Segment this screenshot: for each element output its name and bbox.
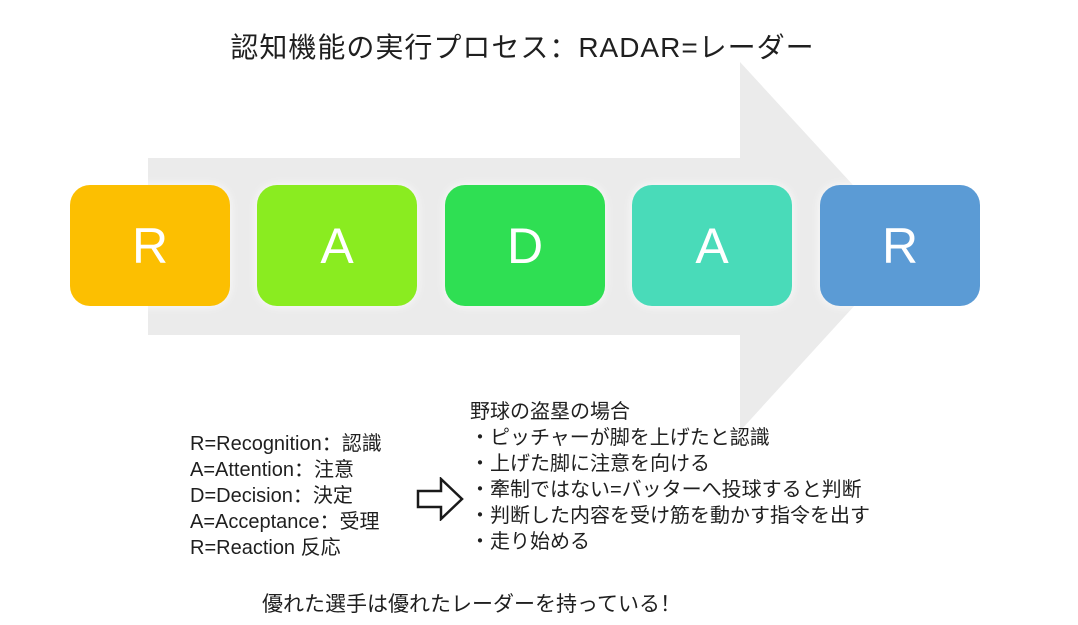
radar-box-reaction: R [820,185,980,306]
radar-box-letter: R [131,217,169,274]
example-item: ・走り始める [470,531,590,553]
radar-box-letter: R [881,217,919,274]
example-block: 野球の盗塁の場合 ・ピッチャーが脚を上げたと認識 ・上げた脚に注意を向ける ・牽… [470,399,870,555]
definition-item: R=Recognition：認識 [190,433,382,455]
radar-box-acceptance: A [632,185,792,306]
example-heading: 野球の盗塁の場合 [470,401,630,423]
radar-box-letter: A [695,217,729,274]
example-item: ・上げた脚に注意を向ける [470,453,710,475]
footer-note: 優れた選手は優れたレーダーを持っている！ [262,593,681,616]
definition-item: D=Decision：決定 [190,485,353,507]
radar-box-letter: D [506,217,544,274]
radar-box-recognition: R [70,185,230,306]
block-arrow-shape [416,477,464,521]
definition-item: A=Acceptance：受理 [190,511,380,533]
definition-item: R=Reaction 反応 [190,537,341,559]
example-item: ・牽制ではない=バッターへ投球すると判断 [470,479,862,501]
radar-box-attention: A [257,185,417,306]
example-item: ・ピッチャーが脚を上げたと認識 [470,427,770,449]
radar-box-letter: A [320,217,354,274]
example-item: ・判断した内容を受け筋を動かす指令を出す [470,505,870,527]
radar-box-decision: D [445,185,605,306]
definition-list: R=Recognition：認識 A=Attention：注意 D=Decisi… [190,431,382,561]
definition-item: A=Attention：注意 [190,459,354,481]
block-arrow-icon [416,477,464,521]
page-title: 認知機能の実行プロセス：RADAR=レーダー [230,32,815,63]
